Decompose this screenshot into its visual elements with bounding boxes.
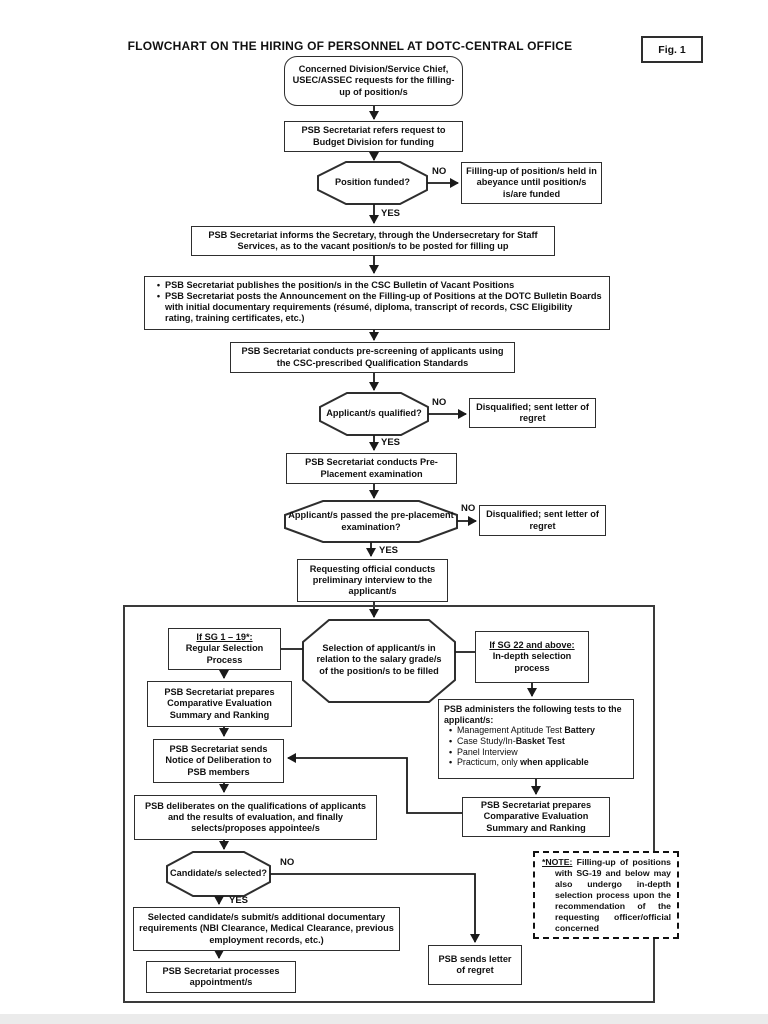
node-start: Concerned Division/Service Chief, USEC/A… [284, 56, 463, 106]
note-text: Filling-up of positions with SG-19 and b… [555, 857, 671, 933]
sg22-heading: If SG 22 and above: [489, 640, 575, 651]
bullet-icon: • [448, 736, 453, 747]
sg22-body: In-depth selection process [492, 651, 572, 673]
edge-label-yes: YES [381, 437, 401, 448]
publish-bullet-2: • PSB Secretariat posts the Announcement… [152, 291, 602, 324]
decision-selected-shape [166, 851, 271, 897]
node-process-appointment: PSB Secretariat processes appointment/s [146, 961, 296, 993]
selection-octagon: Selection of applicant/s in relation to … [316, 643, 442, 676]
edge-label-no: NO [432, 166, 447, 177]
node-interview: Requesting official conducts preliminary… [297, 559, 448, 602]
note-label: *NOTE: [542, 857, 573, 867]
decision-passed-shape [284, 500, 458, 543]
node-preplacement: PSB Secretariat conducts Pre-Placement e… [286, 453, 457, 484]
tests-bullet-2: • Case Study/In-Basket Test [444, 736, 628, 747]
tests-bullet-4: • Practicum, only when applicable [444, 757, 628, 768]
node-abeyance: Filling-up of position/s held in abeyanc… [461, 162, 602, 204]
page-title: FLOWCHART ON THE HIRING OF PERSONNEL AT … [127, 39, 573, 53]
node-ces-right: PSB Secretariat prepares Comparative Eva… [462, 797, 610, 837]
edge-label-yes: YES [229, 895, 249, 906]
decision-candidate-selected: Candidate/s selected? [169, 868, 267, 879]
edge-label-no: NO [461, 503, 476, 514]
bullet-icon: • [448, 746, 453, 757]
page-edge-band [0, 1014, 768, 1024]
node-tests: PSB administers the following tests to t… [438, 699, 634, 779]
node-prescreen: PSB Secretariat conducts pre-screening o… [230, 342, 515, 373]
decision-qualified-shape [319, 392, 429, 436]
decision-qualified: Applicant/s qualified? [326, 408, 422, 419]
publish-bullet-1: • PSB Secretariat publishes the position… [152, 280, 602, 291]
edge-label-no: NO [280, 857, 295, 868]
bullet-icon: • [448, 725, 453, 736]
node-sg1-19: If SG 1 – 19*: Regular Selection Process [168, 628, 281, 670]
node-sg22: If SG 22 and above: In-depth selection p… [475, 631, 589, 683]
node-publish: • PSB Secretariat publishes the position… [144, 276, 610, 330]
node-send-regret: PSB sends letter of regret [428, 945, 522, 985]
bullet-icon: • [156, 291, 161, 302]
note-box: *NOTE: Filling-up of positions with SG-1… [533, 851, 679, 939]
node-disqualified-1: Disqualified; sent letter of regret [469, 398, 596, 428]
decision-position-funded: Position funded? [334, 177, 411, 188]
node-refer-budget: PSB Secretariat refers request to Budget… [284, 121, 463, 152]
tests-intro: PSB administers the following tests to t… [444, 704, 622, 725]
node-deliberate: PSB deliberates on the qualifications of… [134, 795, 377, 840]
decision-passed: Applicant/s passed the pre-placement exa… [288, 510, 454, 532]
node-submit-docs: Selected candidate/s submit/s additional… [133, 907, 400, 951]
bullet-icon: • [448, 757, 453, 768]
edge-label-no: NO [432, 397, 447, 408]
node-ces-left: PSB Secretariat prepares Comparative Eva… [147, 681, 292, 727]
selection-process-frame [123, 605, 655, 1003]
node-inform-secretary: PSB Secretariat informs the Secretary, t… [191, 226, 555, 256]
edge-label-yes: YES [381, 208, 401, 219]
tests-bullet-3: • Panel Interview [444, 747, 628, 758]
node-notice-deliberation: PSB Secretariat sends Notice of Delibera… [153, 739, 284, 783]
edge-label-yes: YES [379, 545, 399, 556]
bullet-icon: • [156, 280, 161, 290]
tests-bullet-1: • Management Aptitude Test Battery [444, 725, 628, 736]
decision-position-funded-shape [317, 161, 428, 205]
selection-octagon-shape [302, 619, 456, 703]
node-disqualified-2: Disqualified; sent letter of regret [479, 505, 606, 536]
figure-label: Fig. 1 [641, 36, 703, 63]
sg1-19-body: Regular Selection Process [185, 643, 264, 665]
sg1-19-heading: If SG 1 – 19*: [196, 632, 253, 643]
